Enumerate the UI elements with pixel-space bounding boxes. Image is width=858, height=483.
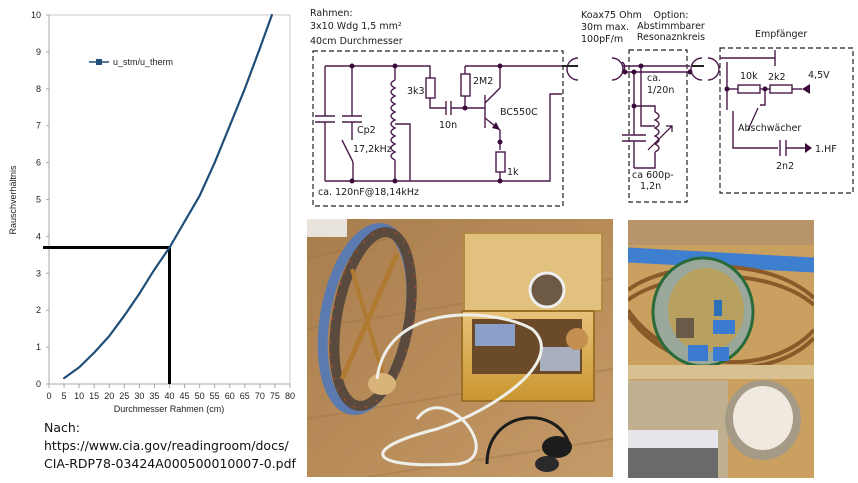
- main-photo: [307, 219, 613, 477]
- koax-label-1: Koax75 Ohm: [581, 10, 642, 21]
- resonance-circuit-box: [628, 49, 688, 203]
- option-label-2: Abstimmbarer: [637, 21, 705, 32]
- y-tick-label: 8: [36, 84, 41, 94]
- x-tick-label: 75: [270, 391, 280, 401]
- antenna-amp-box: [312, 50, 564, 207]
- receiver-box: [719, 47, 854, 194]
- source-link[interactable]: https://www.cia.gov/readingroom/docs/: [44, 438, 289, 453]
- koax-label-3: 100pF/m: [581, 34, 623, 45]
- label-600p: ca 600p-: [632, 170, 674, 181]
- label-1k: 1k: [507, 167, 519, 178]
- label-abschwaecher: Abschwächer: [738, 123, 801, 134]
- label-10k: 10k: [740, 71, 758, 82]
- source-file[interactable]: CIA-RDP78-03424A000500010007-0.pdf: [44, 456, 296, 471]
- x-tick-label: 25: [119, 391, 129, 401]
- rahmen-diameter: 40cm Durchmesser: [310, 36, 403, 47]
- detail-photo: [628, 220, 814, 478]
- y-tick-label: 4: [36, 231, 41, 241]
- x-axis: 0 5 10 15 20 25 30 35 40 45 50 55 60 65 70 75 80: [46, 383, 295, 401]
- x-axis-title: Durchmesser Rahmen (cm): [114, 404, 225, 414]
- y-tick-label: 10: [31, 10, 41, 20]
- x-tick-label: 60: [225, 391, 235, 401]
- bnc-connector-coax-left: [611, 57, 626, 81]
- label-2n2: 2n2: [776, 161, 794, 172]
- receiver-title: Empfänger: [755, 29, 807, 40]
- bnc-connector-antenna: [562, 57, 579, 81]
- x-tick-label: 65: [240, 391, 250, 401]
- x-tick-label: 45: [180, 391, 190, 401]
- x-tick-label: 5: [62, 391, 67, 401]
- option-label-1: Option:: [654, 10, 689, 21]
- x-tick-label: 50: [195, 391, 205, 401]
- koax-label-2: 30m max.: [581, 22, 629, 33]
- label-2m2: 2M2: [473, 76, 493, 87]
- label-1-2n: 1,2n: [640, 181, 661, 192]
- legend: u_stm/u_therm: [89, 57, 173, 67]
- annotation-lines: [43, 245, 171, 384]
- label-bc550c: BC550C: [500, 107, 538, 118]
- x-tick-label: 20: [104, 391, 114, 401]
- x-tick-label: 40: [164, 391, 174, 401]
- series-group: [62, 13, 273, 380]
- y-tick-label: 7: [36, 121, 41, 131]
- y-tick-label: 5: [36, 195, 41, 205]
- label-10n: 10n: [439, 120, 457, 131]
- source-line-1: Nach:: [44, 420, 81, 435]
- x-tick-label: 30: [134, 391, 144, 401]
- x-tick-label: 70: [255, 391, 265, 401]
- y-tick-label: 1: [36, 342, 41, 352]
- x-tick-label: 55: [210, 391, 220, 401]
- label-ca: ca.: [647, 73, 661, 84]
- x-tick-label: 15: [89, 391, 99, 401]
- y-tick-label: 0: [36, 379, 41, 389]
- x-tick-label: 10: [74, 391, 84, 401]
- wire: [325, 93, 562, 182]
- label-2k2: 2k2: [768, 72, 786, 83]
- photo-amplifier-closeup: [628, 220, 814, 478]
- headphones: [485, 416, 571, 465]
- coax-cable: [375, 313, 543, 467]
- label-cp2: Cp2: [357, 125, 376, 136]
- y-tick-label: 2: [36, 305, 41, 315]
- y-axis-title: Rauschverhältnis: [8, 165, 18, 235]
- label-1-hf: 1.HF: [815, 144, 837, 155]
- y-axis: 0 1 2 3 4 5 6 7 8 9 10: [31, 10, 50, 389]
- x-tick-label: 35: [149, 391, 159, 401]
- bnc-connector-receiver: [690, 57, 720, 81]
- label-3k3: 3k3: [407, 86, 425, 97]
- y-tick-label: 6: [36, 158, 41, 168]
- legend-marker: [96, 59, 102, 65]
- rahmen-windings: 3x10 Wdg 1,5 mm²: [310, 21, 402, 32]
- junction-nodes: [349, 63, 503, 184]
- x-tick-label: 80: [285, 391, 295, 401]
- label-120nf: ca. 120nF@18,14kHz: [318, 187, 419, 198]
- legend-label: u_stm/u_therm: [113, 57, 173, 67]
- wire: [325, 65, 431, 78]
- source-citation: Nach: https://www.cia.gov/readingroom/do…: [44, 419, 296, 473]
- y-tick-label: 3: [36, 268, 41, 278]
- label-17khz: 17,2kHz: [353, 144, 392, 155]
- option-label-3: Resonaznkreis: [637, 32, 705, 43]
- x-tick-label: 0: [46, 391, 51, 401]
- circuit-schematic: Rahmen: 3x10 Wdg 1,5 mm² 40cm Durchmesse…: [310, 8, 854, 207]
- rahmen-title: Rahmen:: [310, 8, 353, 19]
- y-tick-label: 9: [36, 47, 41, 57]
- label-4-5v: 4,5V: [808, 70, 830, 81]
- photo-loop-antenna-receiver: [307, 219, 613, 477]
- label-1-20n: 1/20n: [647, 85, 674, 96]
